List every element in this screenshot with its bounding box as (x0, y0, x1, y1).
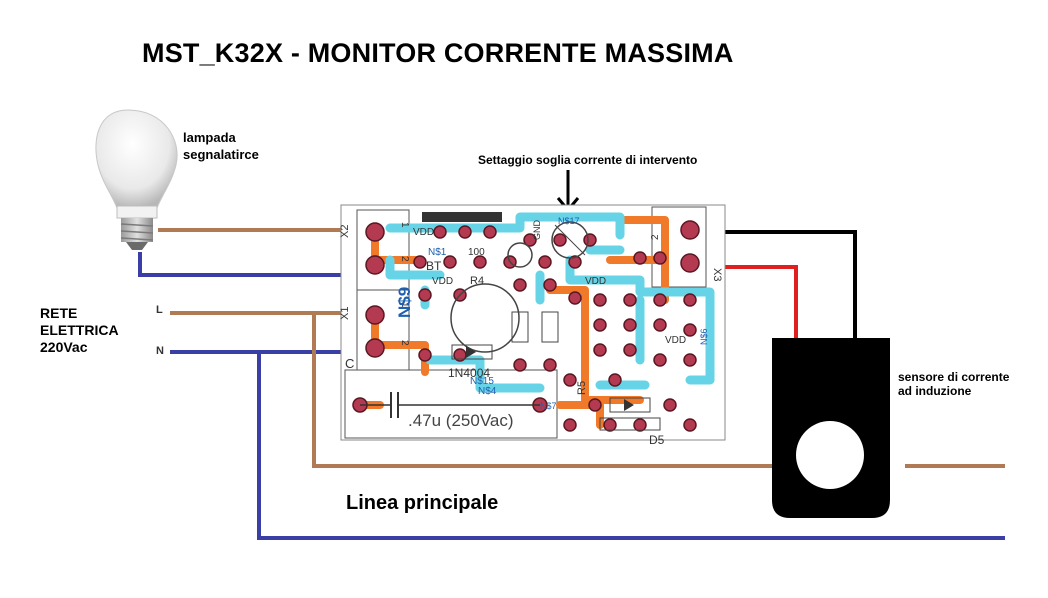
pcb-label-ns15: N$15 (470, 376, 494, 387)
pcb-label-1a: 1 (399, 222, 410, 228)
bulb-label: lampada segnalatirce (183, 129, 259, 163)
arrow-down-icon (556, 170, 580, 213)
threshold-adjust-label: Settaggio soglia corrente di intervento (478, 153, 698, 167)
pcb-label-bt: BT (426, 259, 442, 273)
terminal-x1 (356, 289, 410, 371)
pcb-label-vdd-1: VDD (413, 227, 434, 238)
pcb-label-r4: R4 (470, 275, 484, 287)
pcb-label-vdd-4: VDD (665, 335, 686, 346)
wire-sensor-red (722, 265, 798, 345)
mains-label-line1: RETE (40, 305, 78, 321)
pcb-board: X2 X1 X3 1 2 1 2 2 C N$9 VDD N$1 100 BT … (339, 204, 726, 447)
mains-n-label: N (156, 345, 164, 357)
transistor (507, 242, 533, 268)
pcb-label-c: C (345, 356, 354, 371)
resistor-network (422, 212, 502, 222)
electrolytic-capacitor (450, 283, 520, 353)
sensor-label-line2: ad induzione (898, 384, 972, 398)
pcb-label-2a: 2 (399, 256, 410, 262)
wire-main-line-phase (312, 313, 855, 468)
pcb-label-1b: 1 (399, 302, 410, 308)
pcb-label-x1: X1 (339, 307, 351, 320)
pcb-label-x2: X2 (339, 225, 351, 238)
pcb-label-2c: 2 (650, 234, 661, 240)
pcb-label-r5: R5 (576, 381, 588, 395)
pcb-label-cap: .47u (250Vac) (408, 411, 514, 430)
pcb-label-vdd-3: VDD (585, 276, 606, 287)
sensor-label-line1: sensore di corrente (898, 370, 1010, 384)
pcb-label-vdd-2: VDD (432, 276, 453, 287)
current-sensor (772, 338, 890, 518)
pcb-label-x3: X3 (711, 268, 723, 281)
mains-l-label: L (156, 304, 163, 316)
pcb-label-2b: 2 (399, 340, 410, 346)
pcb-label-ns7: N$7 (540, 401, 557, 411)
pcb-label-ns4: N$4 (478, 386, 497, 397)
wire-sensor-black (722, 230, 857, 345)
trimmer-pot (551, 221, 589, 259)
pcb-label-diode: 1N4004 (448, 366, 490, 380)
pcb-label-ns1: N$1 (428, 247, 447, 258)
pcb-label-ns6: N$6 (699, 328, 709, 345)
bulb-label-line2: segnalatirce (183, 147, 259, 162)
light-bulb-icon (95, 109, 178, 250)
bulb-label-line1: lampada (183, 130, 236, 145)
wire-main-line-neutral (257, 352, 1005, 540)
pcb-label-ns9: N$9 (395, 287, 414, 318)
page-title: MST_K32X - MONITOR CORRENTE MASSIMA (142, 38, 734, 68)
wire-bulb-blue (138, 252, 345, 277)
mains-label: RETE ELETTRICA 220Vac (40, 305, 119, 356)
mains-label-line2: ELETTRICA (40, 322, 119, 338)
mains-label-line3: 220Vac (40, 339, 88, 355)
main-line-label: Linea principale (346, 492, 499, 514)
pcb-label-gnd: GND (532, 220, 542, 241)
pcb-label-ns17: N$17 (558, 216, 580, 226)
sensor-label: sensore di corrente ad induzione (898, 370, 1009, 398)
pcb-label-d5: D5 (649, 433, 665, 447)
pcb-label-100: 100 (468, 247, 485, 258)
